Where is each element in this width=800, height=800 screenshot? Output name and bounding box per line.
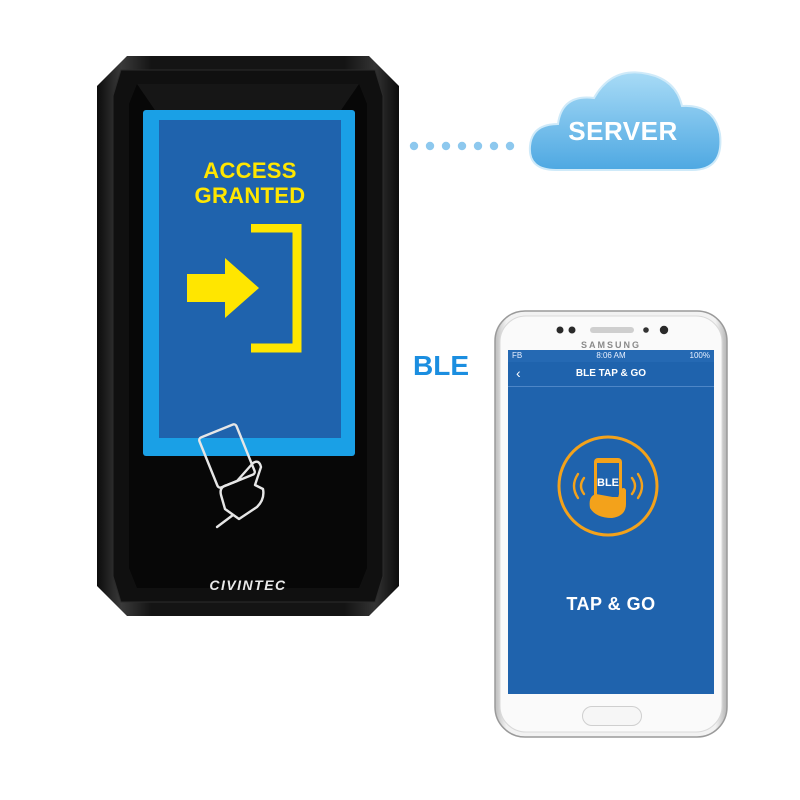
enter-door-icon: [187, 224, 302, 353]
status-time: 8:06 AM: [596, 351, 626, 360]
status-notification: FB: [512, 351, 523, 360]
ble-tap-button[interactable]: BLE: [556, 434, 660, 538]
access-line-1: ACCESS: [203, 158, 297, 183]
back-arrow-icon[interactable]: ‹: [516, 365, 521, 381]
reader-display: ACCESS GRANTED: [143, 110, 355, 456]
access-granted-message: ACCESS GRANTED: [159, 158, 341, 208]
status-battery: 100%: [689, 351, 710, 360]
card-tap-icon: [198, 423, 265, 529]
reader-brand-logo: CIVINTEC: [209, 577, 287, 593]
phone-screen: FB 8:06 AM 100% ‹ BLE TAP & GO BLE TAP &…: [508, 350, 714, 694]
access-line-2: GRANTED: [194, 183, 306, 208]
connection-dots: [409, 141, 515, 151]
app-bar-divider: [508, 386, 714, 387]
ble-connection-label: BLE: [413, 350, 469, 381]
tap-go-label: TAP & GO: [566, 594, 656, 614]
server-label: SERVER: [568, 116, 678, 146]
phone-brand: SAMSUNG: [580, 340, 641, 350]
smartphone: SAMSUNG FB 8:06 AM 100% ‹ BLE TAP & GO B…: [494, 310, 728, 738]
ble-badge-text: BLE: [597, 477, 619, 489]
server-cloud-icon: [528, 71, 722, 171]
app-title: BLE TAP & GO: [575, 368, 647, 379]
status-bar: FB 8:06 AM 100%: [508, 350, 714, 362]
home-button[interactable]: [582, 706, 642, 726]
access-reader-device: ACCESS GRANTED CIVINTEC: [97, 56, 399, 616]
app-bar: ‹ BLE TAP & GO: [508, 362, 714, 386]
reader-display-panel: ACCESS GRANTED: [159, 120, 341, 438]
